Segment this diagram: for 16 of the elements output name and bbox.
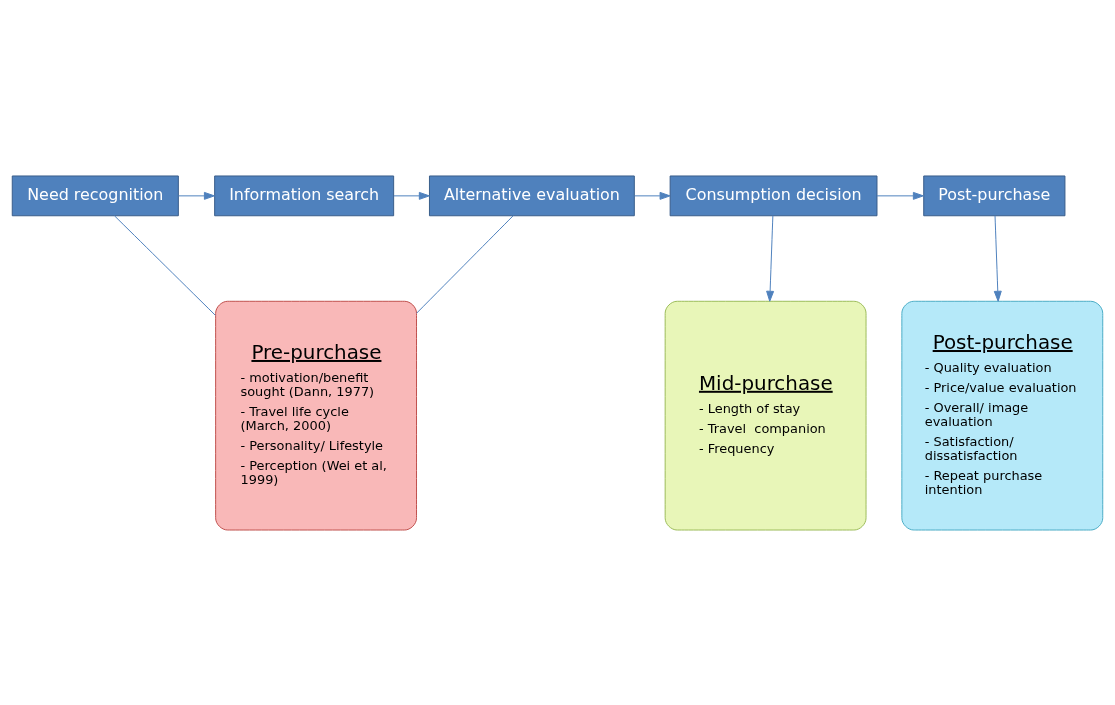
connector	[114, 214, 216, 316]
node-box: Pre-purchase - motivation/benefit sought (Dann, 1977) - Travel life cycle (March, 2000) - Personality/ Lifestyle - Perception (Wei et al, 1999)	[215, 300, 418, 530]
node-box: Post-purchase	[923, 175, 1066, 216]
arrow	[766, 214, 775, 302]
node-box: Need recognition	[11, 175, 179, 216]
node-box: Alternative evaluation	[428, 175, 635, 216]
arrow	[993, 214, 1002, 302]
arrow	[876, 191, 924, 200]
arrow	[634, 191, 671, 200]
connector	[416, 214, 514, 314]
arrow	[393, 191, 430, 200]
node-box: Mid-purchase - Length of stay - Travel companion - Frequency	[664, 300, 867, 530]
node-box: Post-purchase - Quality evaluation - Price/value evaluation - Overall/ image evaluation - Satisfaction/ dissatisfaction - Repeat purchase intention	[901, 300, 1104, 530]
node-box: Information search	[214, 175, 395, 216]
arrow	[178, 191, 215, 200]
node-box: Consumption decision	[669, 175, 878, 216]
